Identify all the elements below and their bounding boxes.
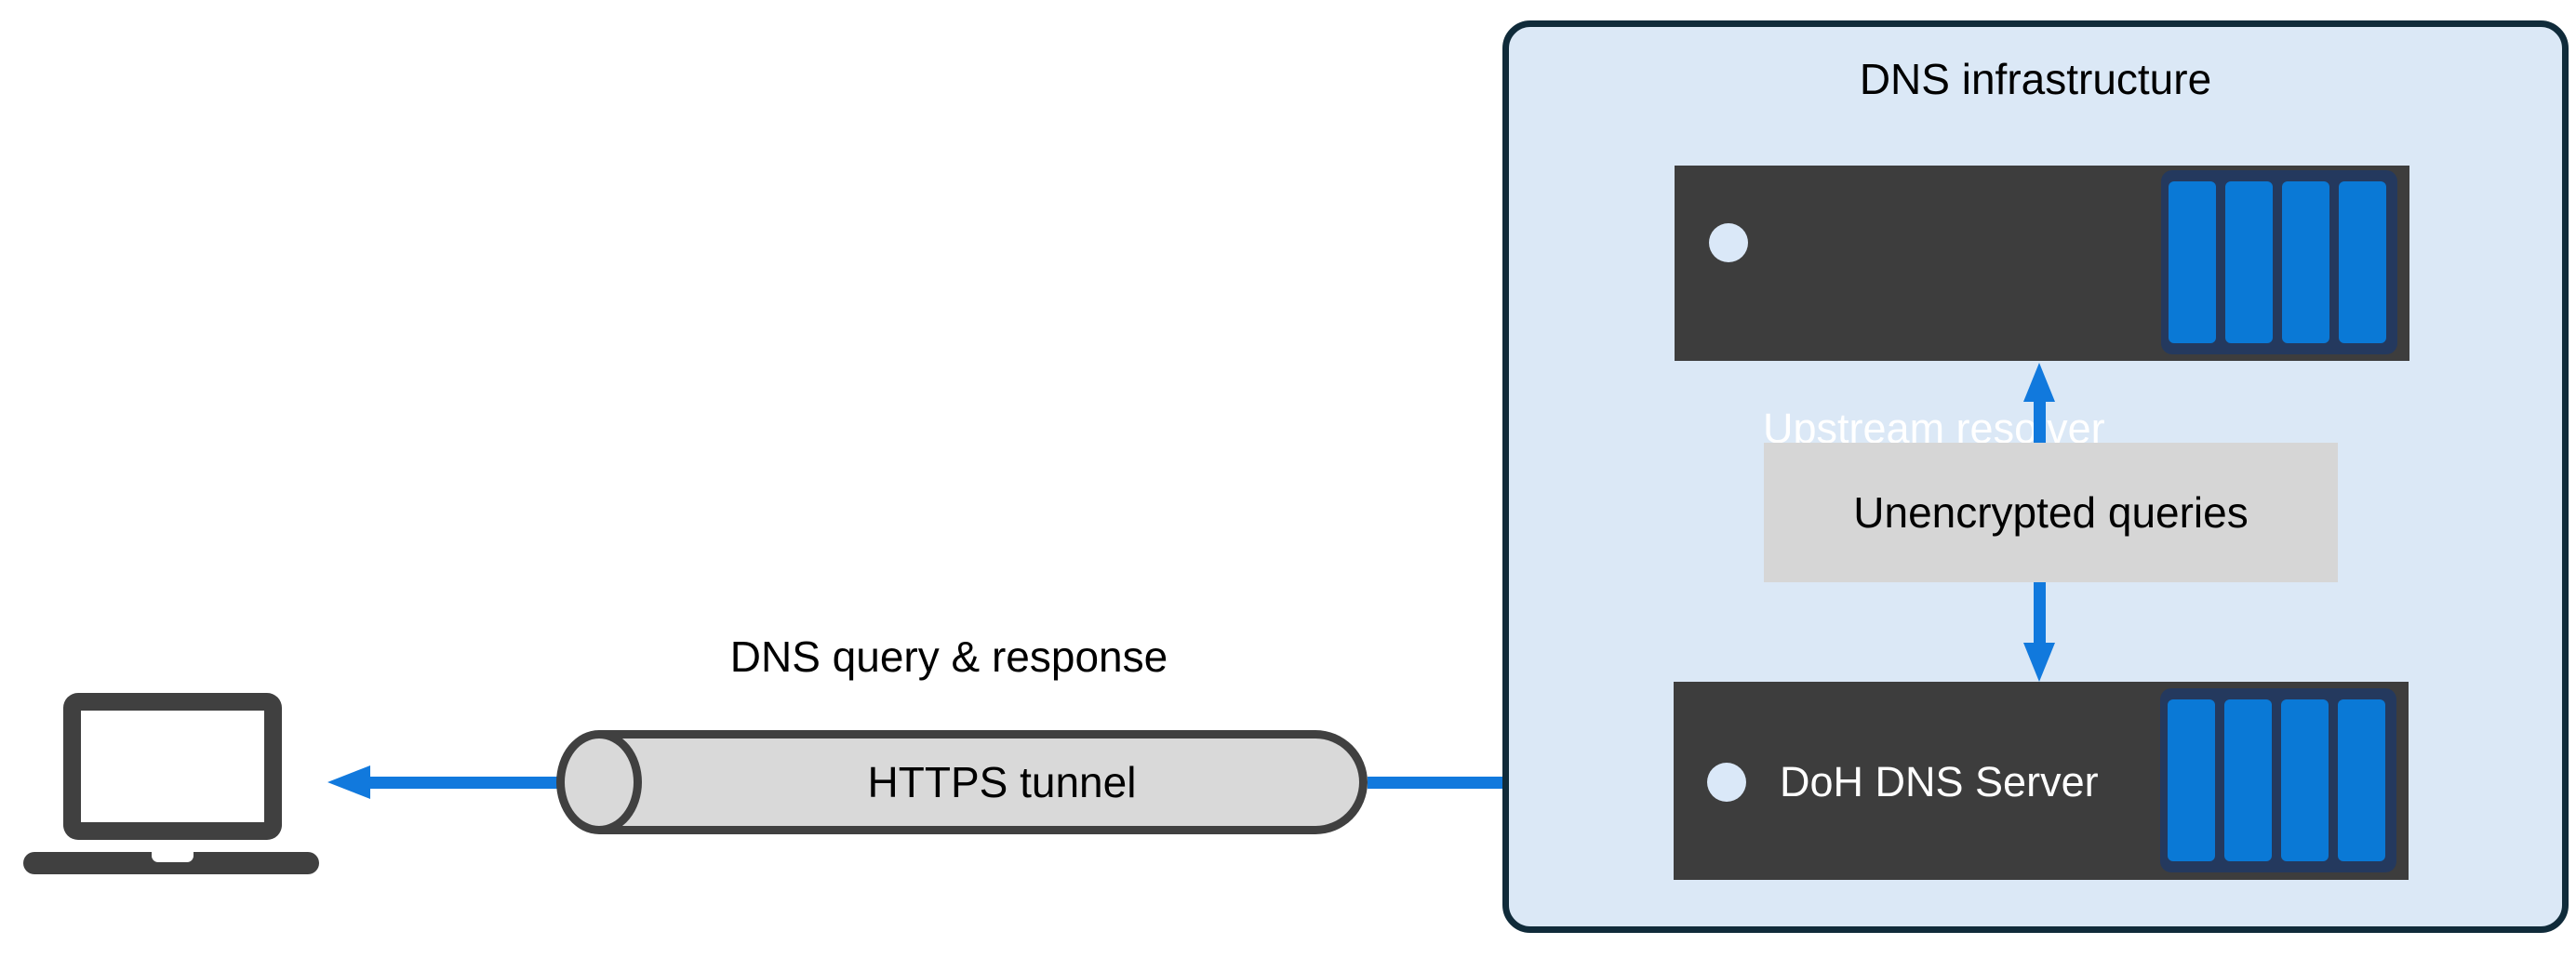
arrow-left-icon bbox=[327, 765, 370, 799]
arrow-down-line bbox=[2034, 582, 2046, 645]
arrow-up-icon bbox=[2023, 363, 2055, 402]
status-dot-icon bbox=[1709, 223, 1748, 262]
upstream-resolver-server: Upstream resolver bbox=[1675, 166, 2409, 452]
disk-bar-icon bbox=[2281, 699, 2329, 861]
disk-bar-icon bbox=[2339, 181, 2386, 343]
disk-array-icon bbox=[2160, 688, 2396, 872]
doh-dns-server: DoH DNS Server bbox=[1674, 682, 2409, 880]
disk-bar-icon bbox=[2225, 181, 2273, 343]
tunnel-body-icon bbox=[599, 730, 1368, 834]
disk-bar-icon bbox=[2224, 699, 2272, 861]
laptop-screen-icon bbox=[63, 693, 282, 840]
dns-infrastructure-title: DNS infrastructure bbox=[1859, 55, 2212, 103]
status-dot-icon bbox=[1707, 763, 1746, 802]
disk-bar-icon bbox=[2169, 181, 2216, 343]
disk-bar-icon bbox=[2338, 699, 2385, 861]
tunnel-end-ellipse-icon bbox=[556, 730, 642, 834]
doh-dns-server-label: DoH DNS Server bbox=[1780, 758, 2099, 805]
dns-query-response-label: DNS query & response bbox=[729, 632, 1168, 681]
unencrypted-queries-box: Unencrypted queries bbox=[1764, 443, 2338, 582]
unencrypted-queries-label: Unencrypted queries bbox=[1853, 488, 2249, 537]
laptop-notch-icon bbox=[152, 852, 194, 862]
disk-bar-icon bbox=[2168, 699, 2215, 861]
arrow-down-icon bbox=[2023, 643, 2055, 682]
disk-bar-icon bbox=[2282, 181, 2329, 343]
arrow-up-line bbox=[2034, 398, 2046, 443]
https-tunnel-label: HTTPS tunnel bbox=[867, 758, 1137, 806]
disk-array-icon bbox=[2161, 170, 2397, 354]
